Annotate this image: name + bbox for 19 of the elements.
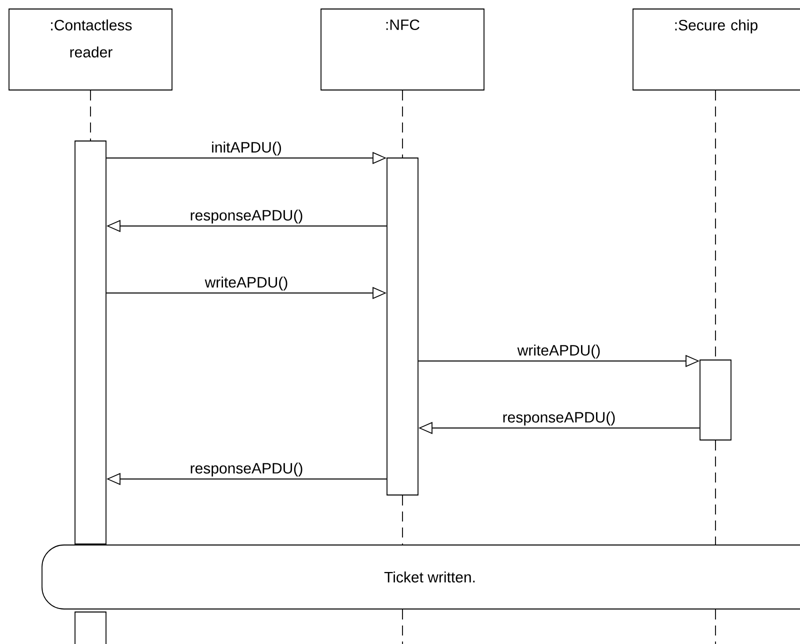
- lifeline: [402, 609, 403, 644]
- lifeline-head-box: :Contactless reader: [8, 8, 172, 90]
- edge-label: responseAPDU(): [503, 412, 615, 426]
- edge-label: writeAPDU(): [204, 276, 288, 291]
- activation-bar: [74, 140, 106, 544]
- activation-bar: [386, 158, 418, 496]
- fragment-band: Ticket written.: [42, 544, 800, 610]
- lifeline: [715, 609, 716, 644]
- edge-label: initAPDU(): [212, 142, 281, 156]
- lifeline: [90, 90, 91, 141]
- lifeline-head-box: :NFC: [320, 8, 484, 90]
- lifeline: [402, 495, 403, 545]
- edge-label: writeAPDU(): [517, 344, 600, 359]
- lifeline: [402, 90, 403, 158]
- lifeline-head-box: :Secure chip: [632, 8, 800, 90]
- edge-label: responseAPDU(): [190, 462, 302, 477]
- lifeline: [715, 440, 716, 545]
- activation-bar: [700, 360, 732, 440]
- edge-label: responseAPDU(): [190, 210, 302, 224]
